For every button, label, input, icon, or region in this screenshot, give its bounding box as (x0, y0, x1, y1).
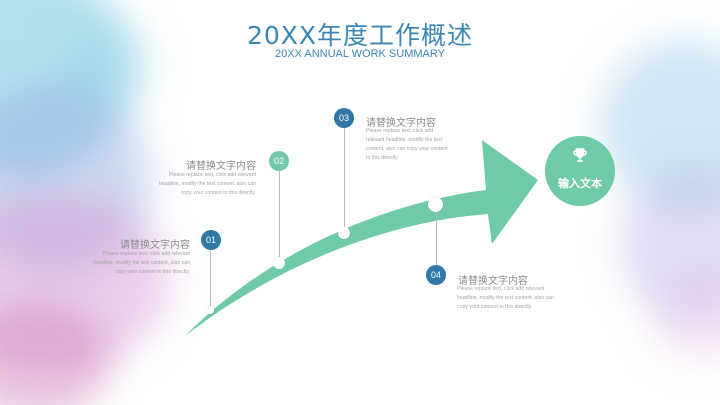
milestone-03-stem (344, 126, 345, 232)
milestone-04-heading: 请替换文字内容 (458, 276, 528, 287)
milestone-04-number: 04 (426, 265, 446, 285)
text-input-badge[interactable]: 输入文本 (545, 136, 615, 206)
page-title: 20XX年度工作概述 (246, 21, 474, 50)
milestone-02-stem (279, 169, 280, 263)
milestone-02-dot (273, 257, 285, 269)
milestone-02-number: 02 (269, 151, 289, 171)
milestone-03-dot (338, 227, 350, 239)
milestone-03-heading: 请替换文字内容 (366, 118, 436, 129)
growth-arrow-body (185, 140, 538, 336)
milestone-01-body: Please replace text, click add relevant … (93, 251, 190, 275)
milestone-03-body: Please replace text, click add relevant … (366, 128, 448, 161)
milestone-01-number: 01 (201, 230, 221, 250)
milestone-03-number: 03 (334, 108, 354, 128)
page-subtitle: 20XX ANNUAL WORK SUMMARY (275, 48, 445, 60)
trophy-icon (573, 148, 587, 162)
milestone-01-heading: 请替换文字内容 (120, 240, 190, 251)
milestone-04-dot (428, 197, 443, 212)
milestone-02-body: Please replace text, click add relevant … (159, 172, 256, 196)
milestone-01-stem (210, 248, 211, 310)
milestone-01-dot (206, 306, 214, 314)
badge-label: 输入文本 (558, 177, 602, 190)
milestone-04-stem (436, 205, 437, 273)
milestone-04-body: Please replace text, click add relevant … (457, 286, 554, 310)
milestone-02-heading: 请替换文字内容 (186, 161, 256, 172)
